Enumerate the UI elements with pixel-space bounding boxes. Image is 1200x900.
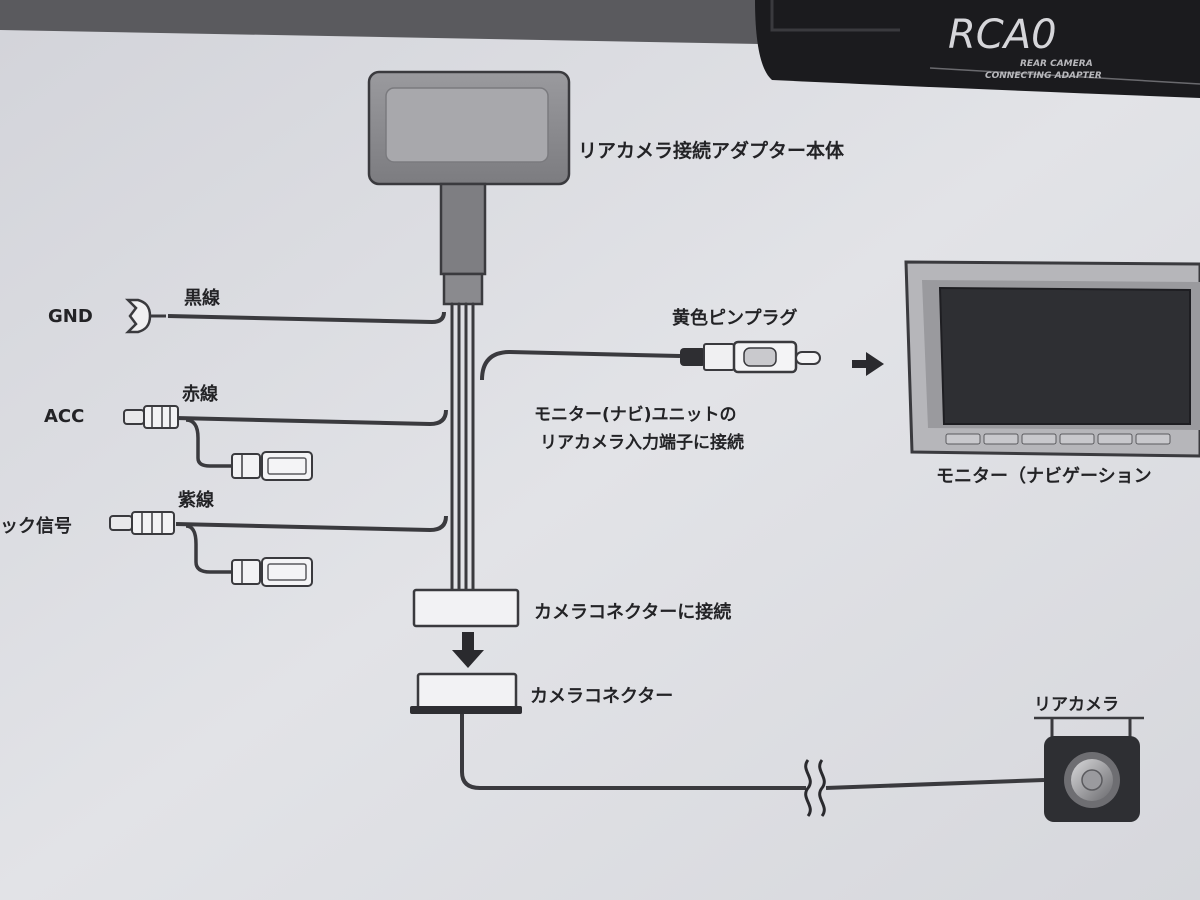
arrow-down-icon [452, 632, 484, 668]
red-wire-label: 赤線 [182, 384, 218, 405]
cable-break-icon [804, 759, 826, 817]
wire-harness [450, 302, 475, 592]
acc-wire [175, 409, 448, 468]
black-wire-label: 黒線 [184, 288, 220, 309]
adapter-body [367, 70, 571, 186]
gnd-wire [150, 311, 446, 325]
rear-camera-label: リアカメラ [1034, 695, 1119, 715]
rca-video-wire [480, 349, 681, 381]
monitor-note-line1: モニター(ナビ)ユニットの [534, 405, 737, 425]
acc-splice-connector-icon [231, 451, 313, 481]
gnd-terminal-icon [124, 298, 152, 334]
back-signal-connector-icon [109, 511, 175, 535]
adapter-body-label: リアカメラ接続アダプター本体 [578, 140, 845, 162]
gnd-label: GND [48, 306, 93, 327]
product-package: RCA0 REAR CAMERA CONNECTING ADAPTER [755, 0, 1200, 98]
acc-label: ACC [44, 406, 85, 427]
arrow-right-icon [852, 352, 884, 376]
back-signal-splice-connector-icon [231, 557, 313, 587]
cable-boot [439, 182, 487, 306]
yellow-pin-plug-label: 黄色ピンプラグ [672, 308, 798, 329]
camera-cable [460, 714, 1045, 790]
package-line2: CONNECTING ADAPTER [985, 71, 1102, 81]
paper-sheet [0, 30, 1200, 900]
camera-connector [410, 672, 522, 714]
back-signal-wire [175, 515, 448, 574]
monitor-label: モニター（ナビゲーション [936, 466, 1152, 487]
back-signal-label: ック信号 [0, 516, 72, 537]
camera-connector-label: カメラコネクター [530, 686, 674, 707]
rear-camera-icon [1034, 716, 1144, 822]
package-line1: REAR CAMERA [1020, 59, 1093, 69]
monitor-note-line2: リアカメラ入力端子に接続 [540, 433, 744, 453]
package-brand: RCA0 [948, 12, 1057, 58]
adapter-camera-connector [412, 588, 520, 628]
monitor-icon [904, 260, 1200, 458]
acc-connector-icon [123, 405, 179, 429]
connect-camera-connector-label: カメラコネクターに接続 [534, 602, 732, 623]
purple-wire-label: 紫線 [178, 490, 214, 511]
rca-pin-plug-icon [680, 340, 821, 374]
